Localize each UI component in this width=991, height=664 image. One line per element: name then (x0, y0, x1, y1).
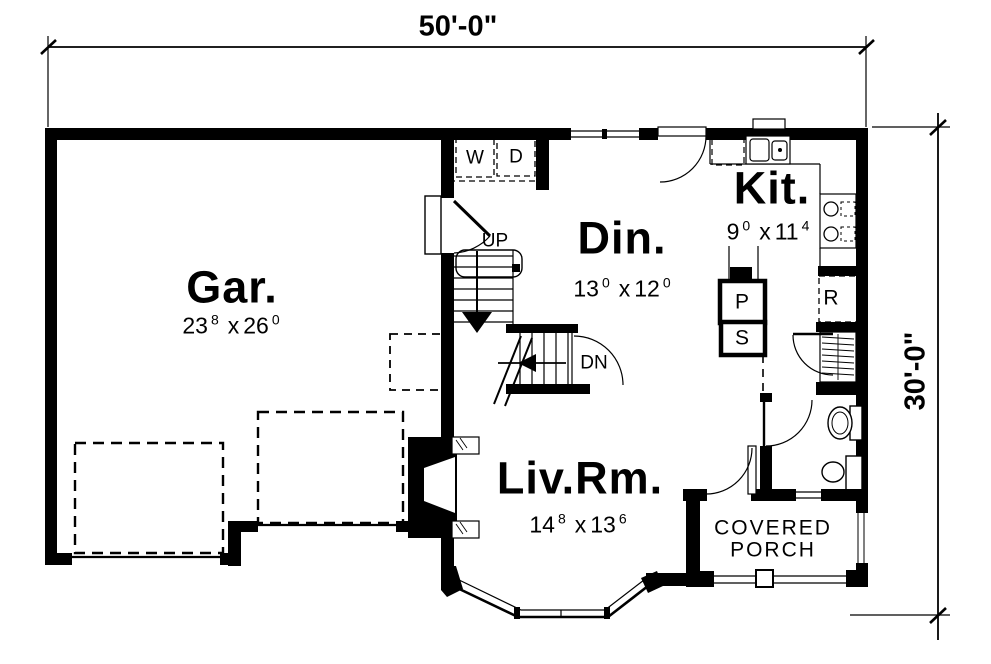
stairs-up (454, 249, 523, 333)
garage-house-wall (424, 128, 549, 445)
porch-door-leaf (747, 445, 757, 495)
garage-label: Gar. (186, 261, 278, 313)
hall-closet (792, 331, 868, 395)
stairs-up-label: UP (481, 230, 509, 252)
dishwasher-icon (711, 138, 745, 166)
toilet-icon (827, 405, 863, 441)
exterior-walls (45, 128, 868, 587)
shelf-label: S (734, 326, 750, 350)
overall-height-dimension: 30'-0" (899, 331, 932, 411)
pantry-label: P (734, 290, 750, 314)
sink-window-icon (752, 118, 786, 130)
overall-width-dimension: 50'-0" (418, 10, 498, 43)
range-icon (819, 193, 857, 249)
bay-window (441, 520, 698, 619)
refrigerator-icon (816, 266, 866, 332)
stairs-down (493, 324, 624, 407)
front-door (657, 126, 707, 183)
porch-label-line1: COVERED (714, 516, 832, 540)
kitchen-label: Kit. (733, 162, 811, 214)
pantry-shelves (717, 246, 768, 397)
porch-door-arc (705, 447, 753, 495)
dimension-lines (40, 36, 950, 640)
kitchen-sink-icon (745, 135, 791, 165)
porch-label-line2: PORCH (730, 538, 816, 562)
garage-doors (72, 410, 405, 559)
refrigerator-label: R (823, 286, 839, 310)
porch-post (755, 569, 774, 588)
stairs-down-label: DN (580, 352, 608, 374)
understair-closet (389, 333, 443, 391)
washer-label: W (466, 147, 484, 169)
dining-label: Din. (577, 212, 667, 264)
washer-dryer-icon (450, 130, 544, 182)
fireplace-icon (408, 436, 480, 539)
dining-window (565, 128, 645, 140)
porch-side-window (856, 505, 868, 563)
bath-sink-icon (821, 455, 863, 491)
living-room-label: Liv.Rm. (496, 452, 664, 504)
dryer-label: D (509, 146, 523, 168)
bathroom (760, 393, 863, 493)
covered-porch (683, 445, 868, 588)
